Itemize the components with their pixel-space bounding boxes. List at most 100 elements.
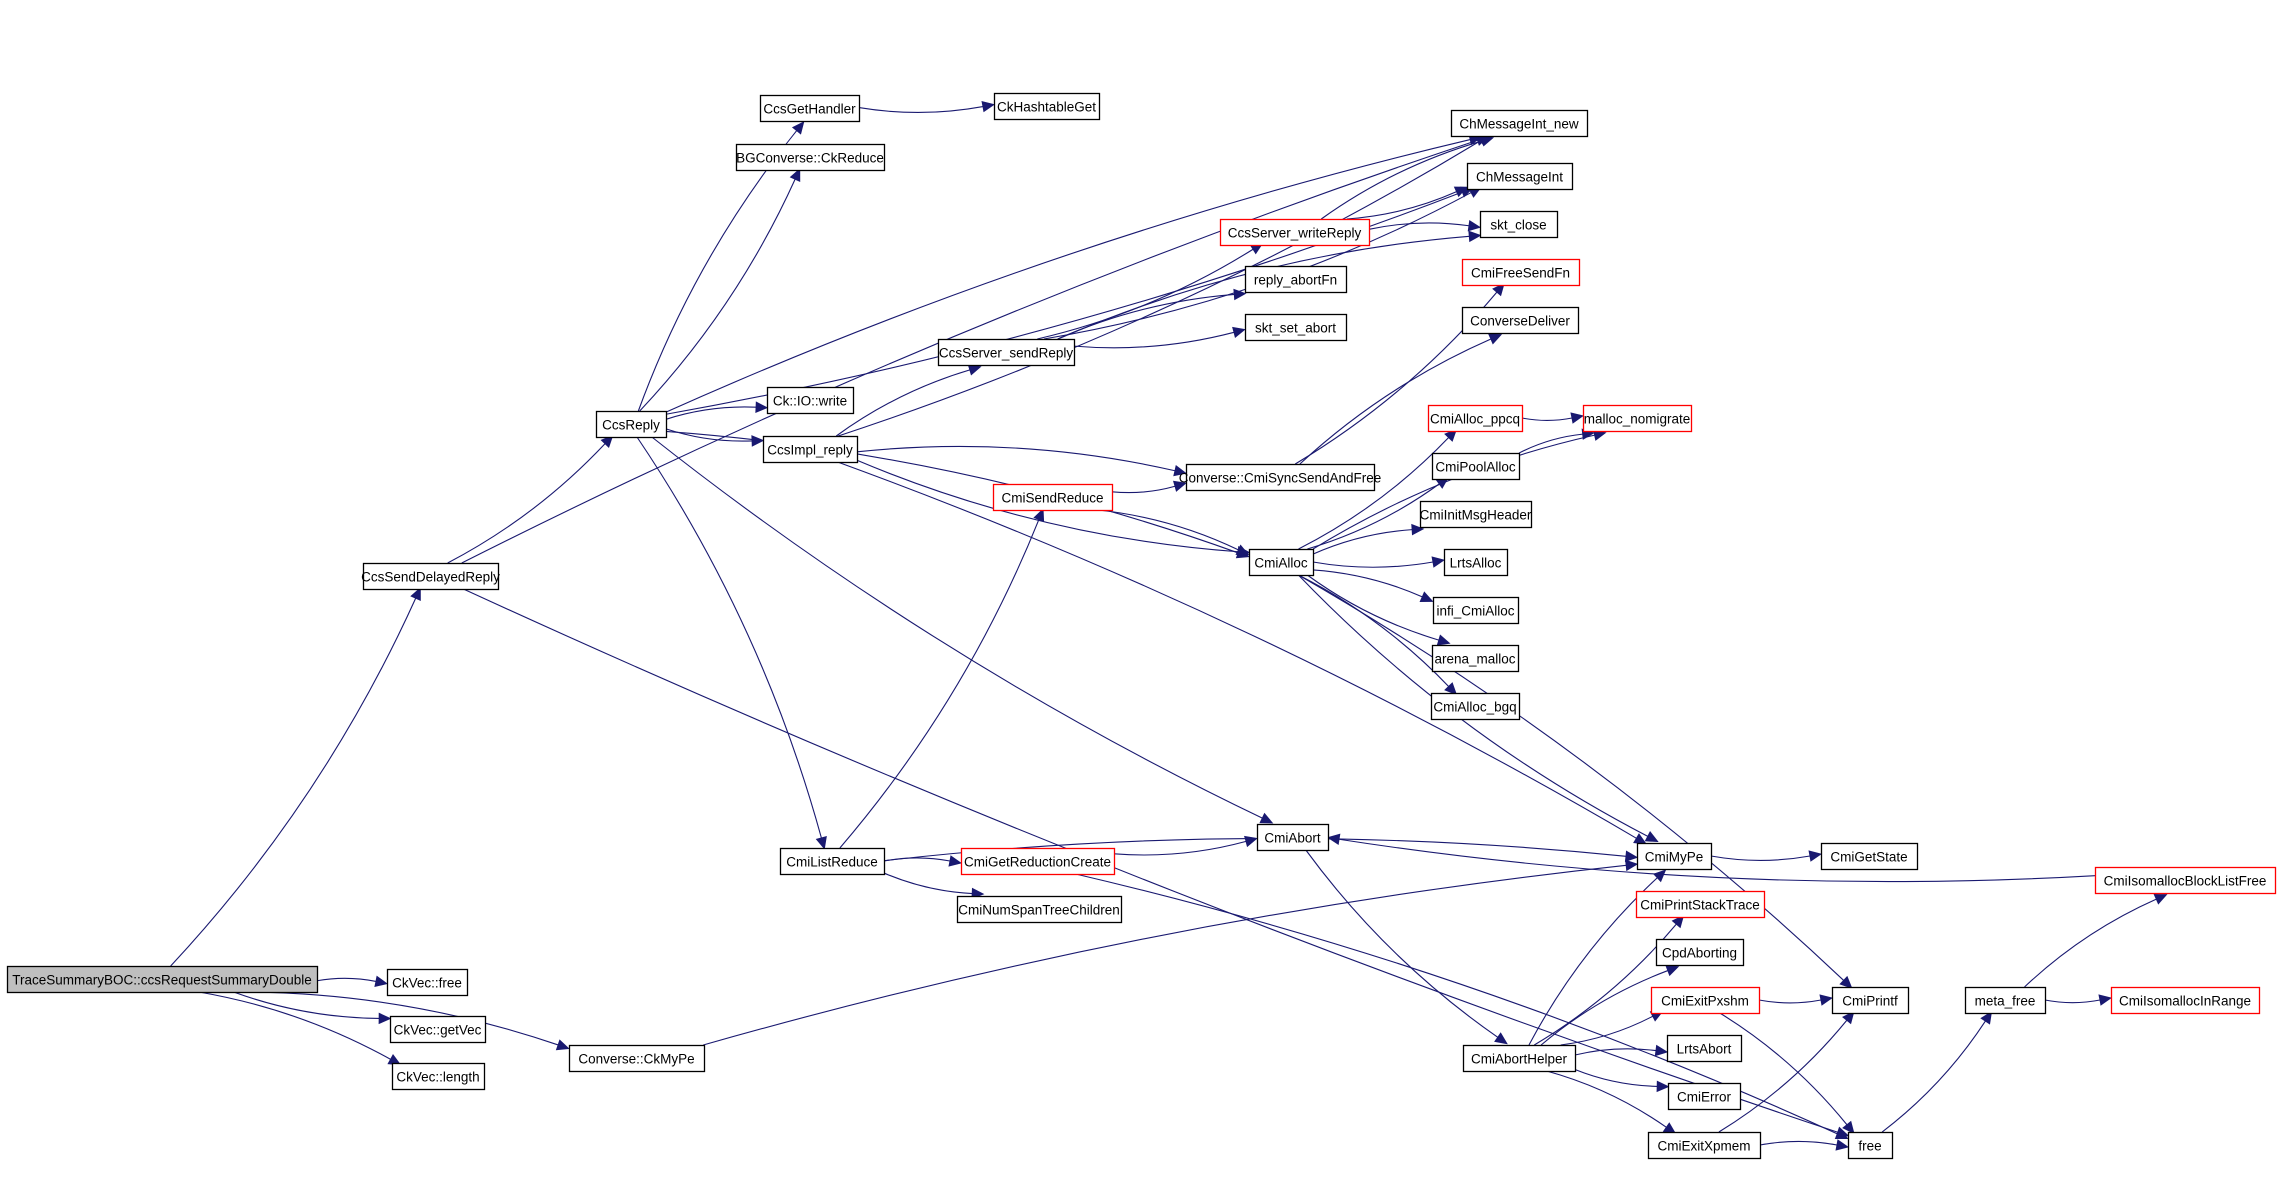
arrowhead-icon	[1232, 326, 1246, 339]
node-cmiisomallocinrange[interactable]: CmiIsomallocInRange	[2110, 986, 2261, 1015]
node-malloc-nomigrate[interactable]: malloc_nomigrate	[1582, 404, 1693, 433]
arrowhead-icon	[1453, 186, 1468, 198]
node-box	[389, 1015, 487, 1044]
node-label: ChMessageInt	[1476, 170, 1563, 185]
node-ckhashtableget[interactable]: CkHashtableGet	[993, 92, 1101, 121]
edge-cmialloc-to-infi_cmialloc	[1312, 569, 1434, 602]
node-conv-ckmype[interactable]: Converse::CkMyPe	[568, 1044, 706, 1073]
arrowhead-icon	[1839, 975, 1853, 989]
edge-line	[835, 369, 971, 437]
edge-cmiexitpxshm-to-free	[1719, 1012, 1855, 1135]
node-cmialloc-bgq[interactable]: CmiAlloc_bgq	[1430, 692, 1521, 721]
node-cmialloc[interactable]: CmiAlloc	[1248, 548, 1315, 577]
node-label: Converse::CkMyPe	[578, 1052, 694, 1067]
node-label: Ck::IO::write	[773, 394, 847, 409]
node-cminumspantreechildren[interactable]: CmiNumSpanTreeChildren	[956, 895, 1123, 924]
edge-line	[1312, 529, 1413, 555]
edge-line	[1546, 1070, 1667, 1128]
arrowhead-icon	[2153, 894, 2168, 905]
node-infi-cmialloc[interactable]: infi_CmiAlloc	[1432, 596, 1520, 625]
node-reply-abortfn[interactable]: reply_abortFn	[1244, 265, 1348, 294]
node-box	[386, 968, 469, 997]
node-cmiprintf[interactable]: CmiPrintf	[1831, 986, 1910, 1015]
node-conversedeliver[interactable]: ConverseDeliver	[1461, 306, 1580, 335]
edge-line	[1759, 1140, 1838, 1146]
node-cmiexitpxshm[interactable]: CmiExitPxshm	[1650, 986, 1761, 1015]
node-box	[1650, 986, 1761, 1015]
node-cmierror[interactable]: CmiError	[1667, 1082, 1742, 1111]
edge-cmiexitxpmem-to-free	[1759, 1139, 1850, 1151]
node-ccsgethandler[interactable]: CcsGetHandler	[759, 94, 861, 123]
node-arena-malloc[interactable]: arena_malloc	[1431, 644, 1520, 673]
node-lrtsabort[interactable]: LrtsAbort	[1666, 1034, 1743, 1063]
node-label: CkVec::length	[396, 1070, 479, 1085]
edge-line	[1111, 485, 1176, 494]
arrowhead-icon	[2098, 994, 2112, 1006]
node-lrtsalloc[interactable]: LrtsAlloc	[1443, 548, 1509, 577]
edge-line	[1037, 248, 1254, 340]
node-box	[1635, 890, 1766, 919]
node-cmiprintstacktrace[interactable]: CmiPrintStackTrace	[1635, 890, 1766, 919]
node-skt-set-abort[interactable]: skt_set_abort	[1244, 313, 1348, 342]
edge-line	[1758, 999, 1822, 1004]
arrowhead-icon	[555, 1039, 570, 1051]
node-label: CmiPrintf	[1842, 994, 1898, 1009]
edge-line	[1574, 1068, 1658, 1087]
node-meta-free[interactable]: meta_free	[1964, 986, 2047, 1015]
node-box	[759, 94, 861, 123]
node-cmiinitmsgheader[interactable]: CmiInitMsgHeader	[1420, 500, 1533, 529]
node-ckvec-length[interactable]: CkVec::length	[391, 1062, 486, 1091]
edge-cmiaborthelper-to-cmiprintstacktrace	[1533, 914, 1685, 1046]
node-cmiexitxpmem[interactable]: CmiExitXpmem	[1647, 1131, 1762, 1160]
node-conv-cmisyncsendandfree[interactable]: Converse::CmiSyncSendAndFree	[1179, 463, 1382, 492]
node-free[interactable]: free	[1847, 1131, 1894, 1160]
node-ccsserver-sendreply[interactable]: CcsServer_sendReply	[937, 338, 1076, 367]
node-label: CmiAlloc	[1254, 556, 1308, 571]
node-cmisendreduce[interactable]: CmiSendReduce	[992, 483, 1114, 512]
node-ccssenddelayedreply[interactable]: CcsSendDelayedReply	[361, 562, 500, 591]
node-cmiabort[interactable]: CmiAbort	[1256, 823, 1330, 852]
node-cmiisomallocblocklistfree[interactable]: CmiIsomallocBlockListFree	[2094, 866, 2277, 895]
edge-ccsserver_sendreply-to-skt_set_abort	[1073, 326, 1246, 349]
edge-ccsreply-to-ckio_write	[665, 401, 769, 420]
node-cmiaborthelper[interactable]: CmiAbortHelper	[1462, 1044, 1577, 1073]
node-box	[1582, 404, 1693, 433]
arrowhead-icon	[815, 835, 827, 850]
node-ccsimpl-reply[interactable]: CcsImpl_reply	[762, 435, 859, 464]
node-label: skt_close	[1490, 218, 1546, 233]
node-chmessageint[interactable]: ChMessageInt	[1466, 162, 1574, 191]
node-ccsserver-writereply[interactable]: CcsServer_writeReply	[1219, 218, 1371, 247]
node-chmessageint-new[interactable]: ChMessageInt_new	[1450, 109, 1589, 138]
node-bgconverse-ckreduce[interactable]: BGConverse::CkReduce	[735, 143, 886, 172]
edge-line	[665, 406, 757, 420]
node-ccsreply[interactable]: CcsReply	[595, 410, 668, 439]
edge-line	[1298, 574, 1450, 687]
node-label: CcsSendDelayedReply	[361, 570, 500, 585]
edge-line	[316, 977, 377, 982]
node-cmigetreductioncreate[interactable]: CmiGetReductionCreate	[960, 847, 1116, 876]
node-box	[779, 847, 886, 876]
node-ckvec-free[interactable]: CkVec::free	[386, 968, 469, 997]
node-root: TraceSummaryBOC::ccsRequestSummaryDouble	[6, 965, 319, 994]
arrowhead-icon	[410, 587, 421, 601]
node-cmifreesendfn[interactable]: CmiFreeSendFn	[1461, 258, 1581, 287]
edge-ccsgethandler-to-ckhashtableget	[858, 100, 996, 114]
arrowhead-icon	[1468, 230, 1482, 243]
edge-ccsreply-to-cmialloc	[665, 430, 1250, 559]
node-cpdaborting[interactable]: CpdAborting	[1655, 938, 1745, 967]
node-ckvec-getvec[interactable]: CkVec::getVec	[389, 1015, 487, 1044]
node-cmipoolalloc[interactable]: CmiPoolAlloc	[1431, 452, 1521, 481]
arrowhead-icon	[1492, 282, 1505, 297]
node-ckio-write[interactable]: Ck::IO::write	[766, 386, 855, 415]
node-cmilistreduce[interactable]: CmiListReduce	[779, 847, 886, 876]
node-box	[766, 386, 855, 415]
edge-line	[1298, 574, 1845, 981]
node-skt-close[interactable]: skt_close	[1479, 210, 1559, 239]
node-cmimype[interactable]: CmiMyPe	[1636, 842, 1713, 871]
node-cmigetstate[interactable]: CmiGetState	[1820, 842, 1919, 871]
edge-line	[665, 430, 1239, 554]
edge-cmiisomallocblocklistfree-to-cmiabort	[1326, 833, 2096, 883]
edge-line	[1073, 331, 1235, 349]
node-cmialloc-ppcq[interactable]: CmiAlloc_ppcq	[1427, 404, 1524, 433]
node-box	[735, 143, 886, 172]
